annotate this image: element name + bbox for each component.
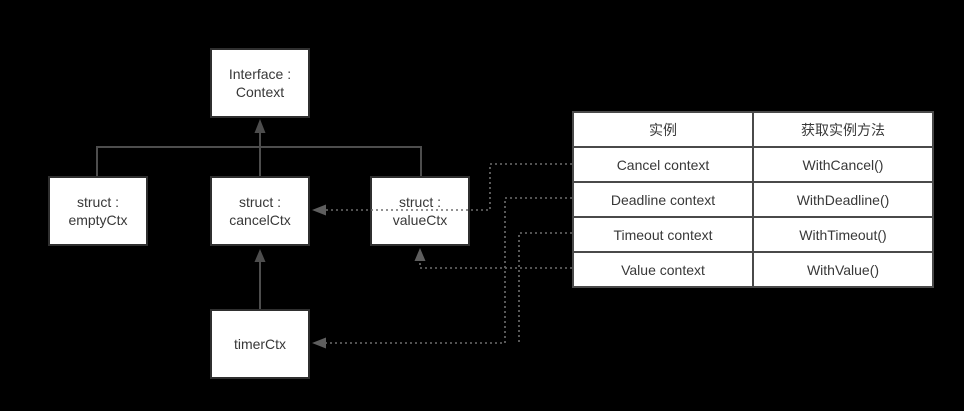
table-cell-withcancel: WithCancel() <box>752 146 934 183</box>
node-struct-emptyctx-line2: emptyCtx <box>68 212 128 228</box>
table-cell-deadline-context: Deadline context <box>572 181 754 218</box>
arrowhead-into-interface <box>254 119 266 133</box>
table-row-timeout: Timeout context WithTimeout() <box>572 216 934 253</box>
table-cell-timeout-context: Timeout context <box>572 216 754 253</box>
table-cell-withvalue: WithValue() <box>752 251 934 288</box>
node-interface-context-line1: Interface : <box>228 66 292 82</box>
table-header-row: 实例 获取实例方法 <box>572 111 934 148</box>
node-interface-context-line2: Context <box>235 84 285 100</box>
node-struct-cancelctx: struct : cancelCtx <box>210 176 310 246</box>
arrowhead-valuerow <box>414 248 426 261</box>
node-interface-context: Interface : Context <box>210 48 310 118</box>
node-struct-cancelctx-line2: cancelCtx <box>229 212 291 228</box>
table-header-method: 获取实例方法 <box>752 111 934 148</box>
node-timerctx-line1: timerCtx <box>233 336 287 352</box>
node-timerctx: timerCtx <box>210 309 310 379</box>
edge-valuerow-to-valuectx <box>419 261 572 269</box>
arrowhead-into-cancelctx <box>254 249 266 262</box>
node-struct-cancelctx-line1: struct : <box>238 194 281 210</box>
arrowhead-cancelrow <box>312 204 326 216</box>
table-cell-withdeadline: WithDeadline() <box>752 181 934 218</box>
table-row-deadline: Deadline context WithDeadline() <box>572 181 934 218</box>
node-struct-valuectx: struct : valueCtx <box>370 176 470 246</box>
table-cell-cancel-context: Cancel context <box>572 146 754 183</box>
table-row-cancel: Cancel context WithCancel() <box>572 146 934 183</box>
table-cell-withtimeout: WithTimeout() <box>752 216 934 253</box>
table-row-value: Value context WithValue() <box>572 251 934 288</box>
node-struct-emptyctx: struct : emptyCtx <box>48 176 148 246</box>
node-struct-emptyctx-line1: struct : <box>76 194 119 210</box>
edge-structs-bus <box>96 146 422 176</box>
node-struct-valuectx-line2: valueCtx <box>392 212 448 228</box>
table-header-instance: 实例 <box>572 111 754 148</box>
arrowhead-deadlinerow <box>312 337 326 349</box>
edge-timeoutrow-to-timerctx <box>518 232 572 343</box>
table-cell-value-context: Value context <box>572 251 754 288</box>
node-struct-valuectx-line1: struct : <box>398 194 441 210</box>
context-methods-table: 实例 获取实例方法 Cancel context WithCancel() De… <box>572 111 934 288</box>
